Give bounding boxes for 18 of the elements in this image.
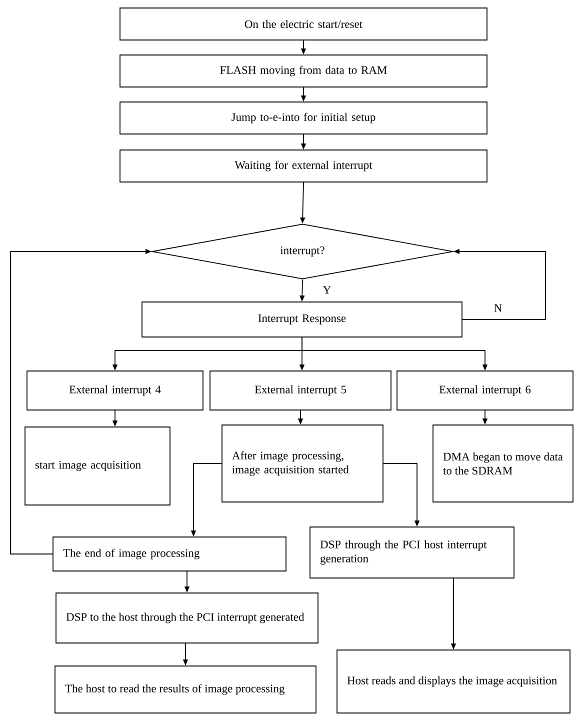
process-box: External interrupt 6 (396, 370, 574, 410)
edge-label: Y (322, 285, 332, 295)
process-box: The host to read the results of image processing (54, 666, 316, 714)
process-box: FLASH moving from data to RAM (120, 54, 488, 88)
process-box: Waiting for external interrupt (120, 150, 488, 182)
process-box: DMA began to move data to the SDRAM (432, 424, 574, 502)
process-box: Jump to-e-into for initial setup (120, 102, 488, 134)
process-box: After image processing, image acquisition started (222, 424, 384, 502)
process-box: Interrupt Response (142, 302, 462, 338)
process-box: External interrupt 5 (210, 370, 392, 410)
process-box: Host reads and displays the image acquisition (336, 650, 570, 714)
process-box: start image acquisition (24, 426, 170, 506)
process-box: DSP through the PCI host interrupt generation (310, 526, 514, 578)
process-box: On the electric start/reset (120, 8, 488, 40)
process-box: External interrupt 4 (26, 370, 204, 410)
process-box: The end of image processing (52, 536, 286, 572)
process-box: DSP to the host through the PCI interrupt generated (56, 592, 318, 644)
edge-label: N (492, 303, 504, 313)
